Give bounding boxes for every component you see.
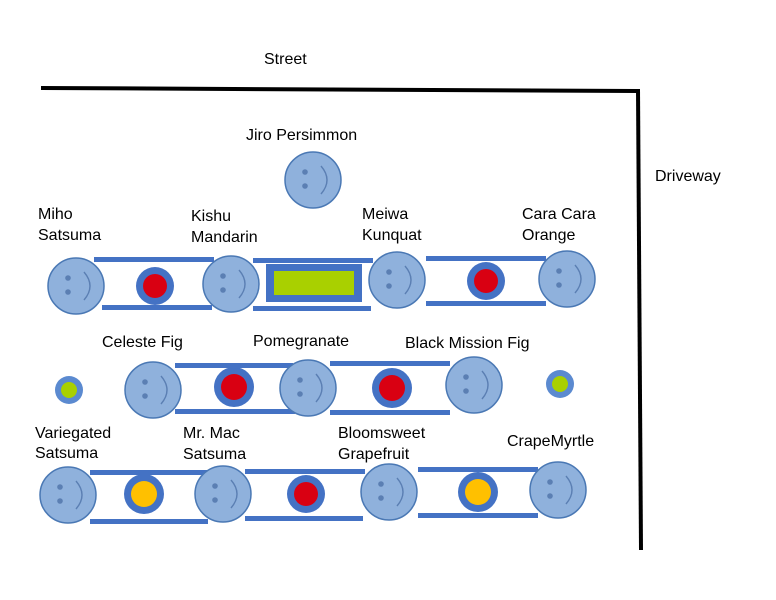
driveway-label: Driveway bbox=[655, 168, 721, 185]
tree-variegated-satsuma bbox=[39, 466, 97, 524]
label-mrmac-line2: Satsuma bbox=[183, 446, 246, 463]
street-label: Street bbox=[264, 51, 307, 68]
bed-bar bbox=[418, 513, 538, 518]
tree-kishu-mandarin bbox=[202, 255, 260, 313]
label-black-mission-fig: Black Mission Fig bbox=[405, 335, 529, 352]
label-caracara-line1: Cara Cara bbox=[522, 206, 596, 223]
bed-bar bbox=[102, 305, 212, 310]
bed-bar bbox=[94, 257, 214, 262]
tree-miho-satsuma bbox=[47, 257, 105, 315]
bed-bar bbox=[253, 306, 371, 311]
green-rectangle-marker bbox=[266, 264, 362, 302]
label-miho-line2: Satsuma bbox=[38, 227, 101, 244]
bed-bar bbox=[418, 467, 538, 472]
tree-cara-cara-orange bbox=[538, 250, 596, 308]
tree-black-mission-fig bbox=[445, 356, 503, 414]
bed-bar bbox=[426, 256, 546, 261]
tree-pomegranate bbox=[279, 359, 337, 417]
tree-mr-mac-satsuma bbox=[194, 465, 252, 523]
tree-crapemyrtle bbox=[529, 461, 587, 519]
driveway-boundary-line bbox=[636, 88, 643, 551]
street-boundary-line bbox=[40, 86, 640, 93]
red-marker bbox=[214, 367, 254, 407]
bed-bar bbox=[175, 409, 295, 414]
bed-bar bbox=[175, 363, 293, 368]
label-variegated-line2: Satsuma bbox=[35, 445, 98, 462]
label-kishu-line1: Kishu bbox=[191, 208, 231, 225]
yellow-marker bbox=[124, 474, 164, 514]
tree-meiwa-kunquat bbox=[368, 251, 426, 309]
bed-bar bbox=[330, 410, 450, 415]
label-meiwa-line1: Meiwa bbox=[362, 206, 408, 223]
label-jiro-persimmon: Jiro Persimmon bbox=[246, 127, 357, 144]
small-green-marker bbox=[546, 370, 574, 398]
bed-bar bbox=[245, 516, 363, 521]
label-miho-line1: Miho bbox=[38, 206, 73, 223]
red-marker bbox=[136, 267, 174, 305]
bed-bar bbox=[426, 301, 546, 306]
label-caracara-line2: Orange bbox=[522, 227, 575, 244]
red-marker bbox=[287, 475, 325, 513]
label-meiwa-line2: Kunquat bbox=[362, 227, 422, 244]
label-bloomsweet-line1: Bloomsweet bbox=[338, 425, 426, 442]
label-mrmac-line1: Mr. Mac bbox=[183, 425, 240, 442]
label-variegated-line1: Variegated bbox=[35, 425, 111, 442]
tree-bloomsweet-grapefruit bbox=[360, 463, 418, 521]
tree-celeste-fig bbox=[124, 361, 182, 419]
label-bloomsweet-line2: Grapefruit bbox=[338, 446, 410, 463]
tree-jiro-persimmon bbox=[284, 151, 342, 209]
bed-bar bbox=[245, 469, 365, 474]
bed-bar bbox=[330, 361, 450, 366]
bed-bar bbox=[253, 258, 373, 263]
label-celeste-fig: Celeste Fig bbox=[102, 334, 183, 351]
small-green-marker bbox=[55, 376, 83, 404]
label-pomegranate: Pomegranate bbox=[253, 333, 349, 350]
label-crapemyrtle: CrapeMyrtle bbox=[507, 433, 594, 450]
bed-bar bbox=[90, 519, 208, 524]
bed-bar bbox=[90, 470, 208, 475]
red-marker bbox=[467, 262, 505, 300]
label-kishu-line2: Mandarin bbox=[191, 229, 258, 246]
yellow-marker bbox=[458, 472, 498, 512]
red-marker bbox=[372, 368, 412, 408]
